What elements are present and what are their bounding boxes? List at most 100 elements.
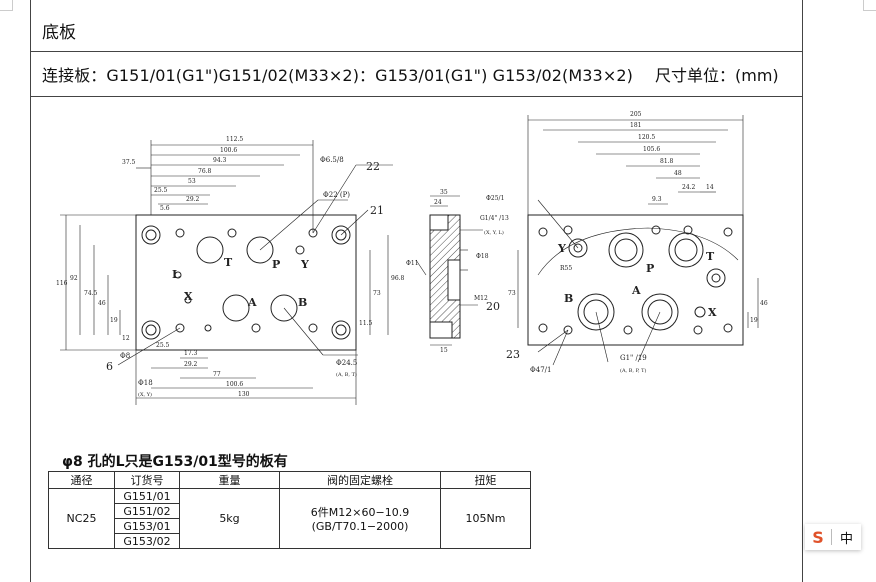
callout-phi24-5: Φ24.5 xyxy=(336,359,357,367)
dim-46: 46 xyxy=(98,300,106,307)
r-callout-g1: G1" /19 xyxy=(620,354,647,362)
section-title: 底板 xyxy=(42,23,76,43)
right-view-callouts: R55 23 Φ47/1 G1" /19 (A, B, P, T) xyxy=(506,265,647,374)
callout-22: 22 xyxy=(366,160,380,173)
dim-b-29-2: 29.2 xyxy=(184,361,198,368)
corner-holes-right xyxy=(538,227,733,333)
side-dim-35: 35 xyxy=(440,189,448,196)
left-view-dim-text: 112.5 100.6 94.3 76.8 53 37.5 25.5 29.2 … xyxy=(56,136,405,398)
r-dim-73: 73 xyxy=(508,290,516,297)
order-number-cell: G153/01 xyxy=(114,518,180,534)
order-number-cell: G151/02 xyxy=(114,503,180,519)
language-toggle[interactable]: 中 xyxy=(839,531,853,547)
sogou-logo-icon[interactable]: S xyxy=(812,527,824,547)
order-number-cell: G153/02 xyxy=(114,533,180,549)
r-dim-14: 14 xyxy=(706,184,714,191)
spec-header-row: 通径 订货号 重量 阀的固定螺栓 扭矩 xyxy=(48,471,531,489)
leaders-left xyxy=(117,164,393,366)
dim-b-77: 77 xyxy=(213,371,221,378)
right-view-dim-text: 205 181 120.5 105.6 81.8 48 24.2 14 9.3 … xyxy=(508,111,768,324)
leaders-right xyxy=(537,199,661,366)
side-dim-15: 15 xyxy=(440,347,448,354)
dims-left-left xyxy=(60,214,136,351)
input-method-widget[interactable]: S 中 xyxy=(805,524,861,550)
port-label-t: T xyxy=(224,256,233,269)
dim-11-5: 11.5 xyxy=(359,320,373,327)
side-callout-phi18: Φ18 xyxy=(476,253,489,260)
connection-plate-line: 连接板：G151/01(G1")G151/02(M33×2)：G153/01(G… xyxy=(42,66,633,85)
r-dim-105-6: 105.6 xyxy=(643,146,660,153)
left-view-port-labels: T P Y L X A B xyxy=(172,256,309,309)
dim-53: 53 xyxy=(188,178,196,185)
plate-outline-left xyxy=(135,214,357,351)
bolts-line-2: (GB/T70.1−2000) xyxy=(311,520,409,533)
bolts-line-1: 6件M12×60−10.9 xyxy=(310,506,410,519)
size-cell: NC25 xyxy=(48,488,115,549)
callout-phi18: Φ18 xyxy=(138,379,153,387)
order-number-cell: G151/01 xyxy=(114,488,180,504)
dim-92: 92 xyxy=(70,275,78,282)
dim-73: 73 xyxy=(373,290,381,297)
widget-divider xyxy=(831,529,832,545)
r-dim-24-2: 24.2 xyxy=(682,184,696,191)
callout-xy: (X, Y) xyxy=(138,391,152,398)
r-port-label-b: B xyxy=(564,292,573,305)
port-a-left xyxy=(222,294,250,322)
dim-94-3: 94.3 xyxy=(213,157,227,164)
dim-37-5: 37.5 xyxy=(122,159,136,166)
left-view xyxy=(60,140,393,405)
side-callout-g14: G1/4" /13 xyxy=(480,215,509,222)
dims-bottom-left xyxy=(135,349,357,405)
r-dim-9-3: 9.3 xyxy=(652,196,662,203)
dim-b-130: 130 xyxy=(238,391,250,398)
units-label: 尺寸单位：(mm) xyxy=(655,66,779,85)
port-p-left xyxy=(246,236,274,264)
document-frame xyxy=(30,0,803,582)
dims-top-right xyxy=(527,115,744,215)
dim-76-8: 76.8 xyxy=(198,168,212,175)
col-weight-header: 重量 xyxy=(179,471,280,489)
side-callout-phi11: Φ11 xyxy=(406,260,419,267)
col-torque-header: 扭矩 xyxy=(440,471,531,489)
dim-b-17-3: 17.3 xyxy=(184,350,198,357)
r-callout-r55: R55 xyxy=(560,265,572,272)
callout-abt: (A, B, T) xyxy=(336,371,357,378)
r-port-label-p: P xyxy=(646,262,654,275)
dim-29-2: 29.2 xyxy=(186,196,200,203)
right-view xyxy=(517,115,759,366)
dim-b-100-6: 100.6 xyxy=(226,381,243,388)
dim-100-6: 100.6 xyxy=(220,147,237,154)
r-port-label-x: X xyxy=(708,306,717,319)
side-callout-m12: M12 xyxy=(474,295,488,302)
plate-outline-right xyxy=(527,214,744,346)
r-callout-23: 23 xyxy=(506,348,520,361)
right-view-port-labels: Y P T B A X xyxy=(557,242,717,319)
r-callout-phi47: Φ47/1 xyxy=(530,366,551,374)
port-b-left xyxy=(270,294,298,322)
dim-19: 19 xyxy=(110,317,118,324)
spec-row: G151/02 xyxy=(49,503,531,519)
port-label-b: B xyxy=(298,296,307,309)
r-port-label-t: T xyxy=(706,250,715,263)
callout-phi6-5: Φ6.5/8 xyxy=(320,156,344,164)
port-label-a: A xyxy=(247,296,257,309)
dim-112-5: 112.5 xyxy=(226,136,243,143)
r-port-label-a: A xyxy=(631,284,641,297)
spec-table: 通径 订货号 重量 阀的固定螺栓 扭矩 NC25 G151/01 5kg 6件M… xyxy=(48,471,531,549)
callout-phi8: Φ8 xyxy=(120,352,130,360)
dim-25-5: 25.5 xyxy=(154,187,168,194)
port-label-p: P xyxy=(272,258,280,271)
r-dim-181: 181 xyxy=(630,122,641,129)
bolts-cell: 6件M12×60−10.9 (GB/T70.1−2000) xyxy=(279,488,441,549)
dim-96-8: 96.8 xyxy=(391,275,405,282)
spec-row: NC25 G151/01 5kg 6件M12×60−10.9 (GB/T70.1… xyxy=(48,488,531,549)
left-view-callouts: Φ6.5/8 22 Φ22 (P) 21 6 Φ8 Φ18 (X, Y) Φ24… xyxy=(106,156,384,398)
col-size-header: 通径 xyxy=(48,471,115,489)
r-dim-205: 205 xyxy=(630,111,642,118)
dim-5-6: 5.6 xyxy=(160,205,170,212)
side-callout-phi25: Φ25/1 xyxy=(486,195,504,202)
spec-row: G153/01 xyxy=(49,518,531,534)
port-label-x: X xyxy=(184,290,193,303)
r-dim-81-8: 81.8 xyxy=(660,158,674,165)
port-label-l: L xyxy=(172,268,180,281)
